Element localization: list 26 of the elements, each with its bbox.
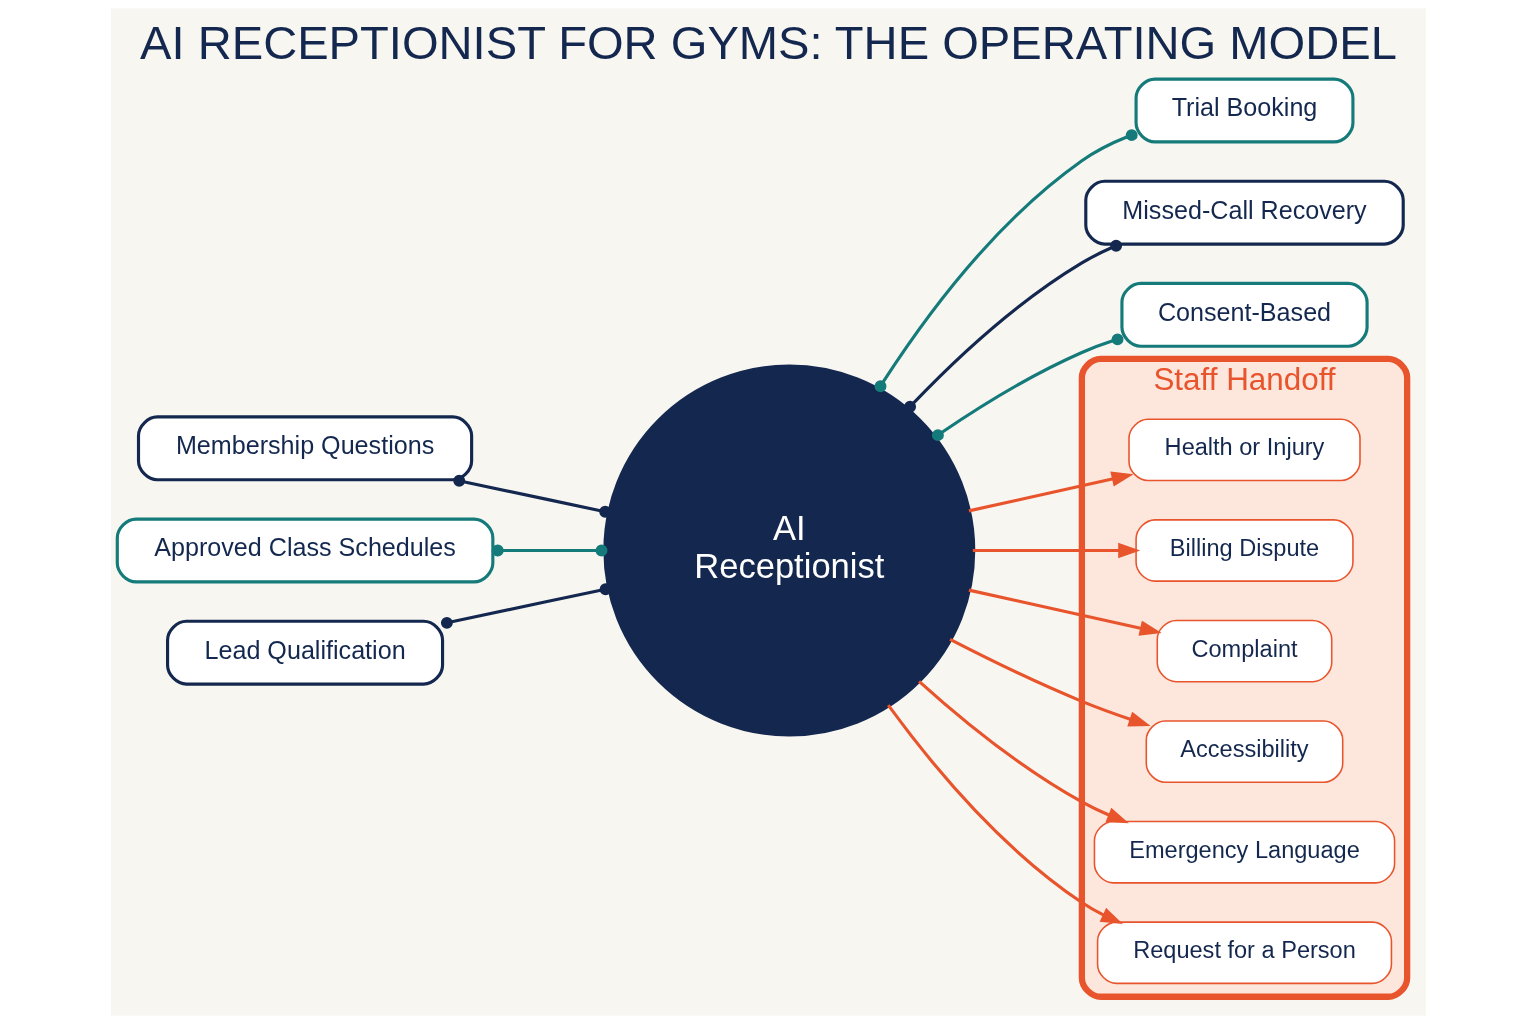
arrow	[948, 638, 1151, 727]
node-box: Lead Qualification	[165, 619, 444, 686]
node-box: Billing Dispute	[1134, 519, 1354, 582]
arrow	[886, 704, 1123, 925]
arrow	[917, 680, 1129, 824]
node-box: Missed-Call Recovery	[1083, 179, 1405, 246]
connector	[931, 333, 1123, 442]
node-box: Emergency Language	[1093, 820, 1395, 884]
node-box: Request for a Person	[1096, 921, 1392, 985]
node-circle: AI Receptionist	[602, 364, 975, 737]
connector	[903, 239, 1122, 413]
connector	[491, 544, 607, 557]
arrow	[972, 542, 1140, 559]
connector	[440, 583, 612, 629]
node-box: Trial Booking	[1134, 77, 1354, 144]
connector	[874, 129, 1138, 393]
arrow	[968, 471, 1134, 513]
node-box: Complaint	[1156, 619, 1332, 683]
connector	[452, 474, 611, 518]
diagram-title: AI RECEPTIONIST FOR GYMS: THE OPERATING MODEL	[139, 15, 1397, 69]
arrow	[968, 588, 1162, 636]
node-box: Membership Questions	[136, 415, 473, 482]
node-box: Health or Injury	[1127, 418, 1361, 482]
node-box: Approved Class Schedules	[115, 517, 494, 584]
node-box: Accessibility	[1145, 720, 1343, 784]
node-box: Consent-Based	[1119, 281, 1369, 348]
